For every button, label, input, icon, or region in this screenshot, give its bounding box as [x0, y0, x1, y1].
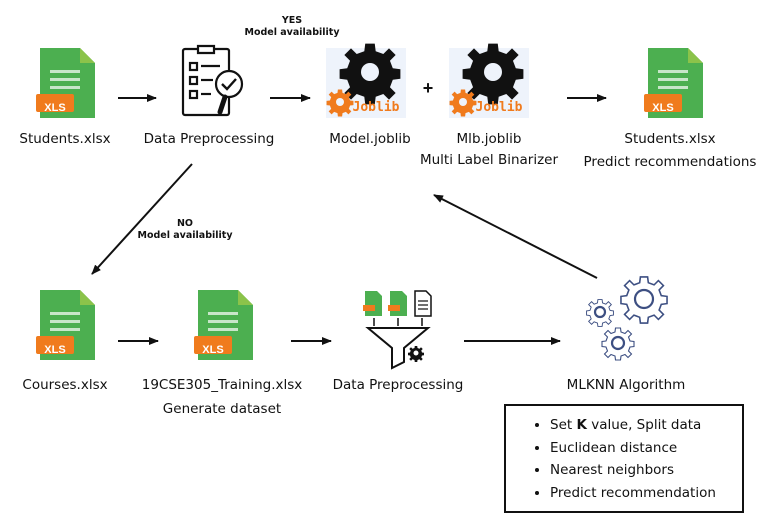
xls-badge: XLS — [44, 344, 65, 356]
courses-xlsx-label: Courses.xlsx — [22, 377, 108, 393]
data-preprocessing-top-label: Data Preprocessing — [143, 131, 275, 147]
no-edge-label: NO Model availability — [137, 218, 233, 241]
mlknn-label: MLKNN Algorithm — [566, 377, 686, 393]
plus-sign: + — [423, 78, 434, 98]
mlb-joblib-icon — [449, 43, 529, 118]
mlb-joblib-label: Mlb.joblib — [456, 131, 522, 147]
model-joblib-icon — [326, 43, 406, 118]
step-item: Nearest neighbors — [550, 459, 742, 482]
training-xlsx-sublabel: Generate dataset — [162, 401, 282, 417]
step-item: Set K value, Split data — [550, 414, 742, 437]
training-xlsx-label: 19CSE305_Training.xlsx — [141, 377, 303, 393]
funnel-preprocessing-icon — [363, 290, 432, 370]
arrow-mlknn-to-joblib — [433, 194, 598, 279]
xls-badge: XLS — [202, 344, 223, 356]
yes-edge-label: YES Model availability — [244, 15, 340, 38]
data-preprocessing-bottom-label: Data Preprocessing — [332, 377, 464, 393]
step-item: Euclidean distance — [550, 437, 742, 460]
xls-badge: XLS — [44, 102, 65, 114]
checklist-magnifier-icon — [181, 44, 244, 117]
joblib-logo-text: Joblib — [476, 100, 523, 115]
arrow-no-model-to-courses — [91, 163, 193, 275]
training-xlsx-icon — [194, 290, 253, 360]
xls-badge: XLS — [652, 102, 673, 114]
students-output-sublabel: Predict recommendations — [583, 154, 757, 170]
mlb-joblib-sublabel: Multi Label Binarizer — [419, 152, 559, 168]
students-xlsx-icon — [36, 48, 95, 118]
students-xlsx-label: Students.xlsx — [19, 131, 111, 147]
mlknn-gears-icon — [586, 276, 668, 361]
step-item: Predict recommendation — [550, 482, 742, 505]
mlknn-steps-list: Set K value, Split data Euclidean distan… — [506, 406, 742, 504]
students-output-label: Students.xlsx — [624, 131, 716, 147]
mlknn-steps-box: Set K value, Split data Euclidean distan… — [504, 404, 744, 513]
courses-xlsx-icon — [36, 290, 95, 360]
joblib-logo-text: Joblib — [353, 100, 400, 115]
model-joblib-label: Model.joblib — [329, 131, 411, 147]
students-output-xlsx-icon — [644, 48, 703, 118]
